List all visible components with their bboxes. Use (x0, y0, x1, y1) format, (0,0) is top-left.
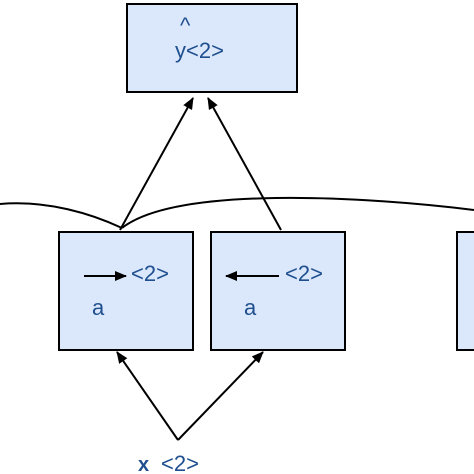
recurrent-connection-right (121, 196, 474, 229)
backward-to-output-arrow (207, 97, 282, 231)
input-symbol: x (138, 454, 149, 474)
recurrent-connection-left (0, 202, 123, 229)
backward-node-box (210, 231, 346, 351)
input-step-label: <2> (161, 451, 199, 474)
input-node: x <2> (138, 451, 199, 474)
next-step-node-box (456, 231, 474, 351)
backward-activation-node: <2> a (210, 231, 346, 351)
output-node-label: y<2> (175, 38, 224, 63)
forward-activation-label: a (92, 295, 105, 320)
output-hat: ^ (180, 13, 191, 38)
forward-step-label: <2> (131, 261, 169, 286)
forward-to-output-arrow (119, 97, 194, 231)
forward-activation-node: <2> a (58, 231, 194, 351)
backward-activation-label: a (244, 295, 257, 320)
output-node: ^ y<2> (126, 3, 298, 93)
backward-step-label: <2> (285, 261, 323, 286)
input-to-forward-arrow (116, 351, 179, 441)
forward-node-box (58, 231, 194, 351)
input-to-backward-arrow (177, 351, 264, 441)
output-node-box (126, 3, 298, 93)
